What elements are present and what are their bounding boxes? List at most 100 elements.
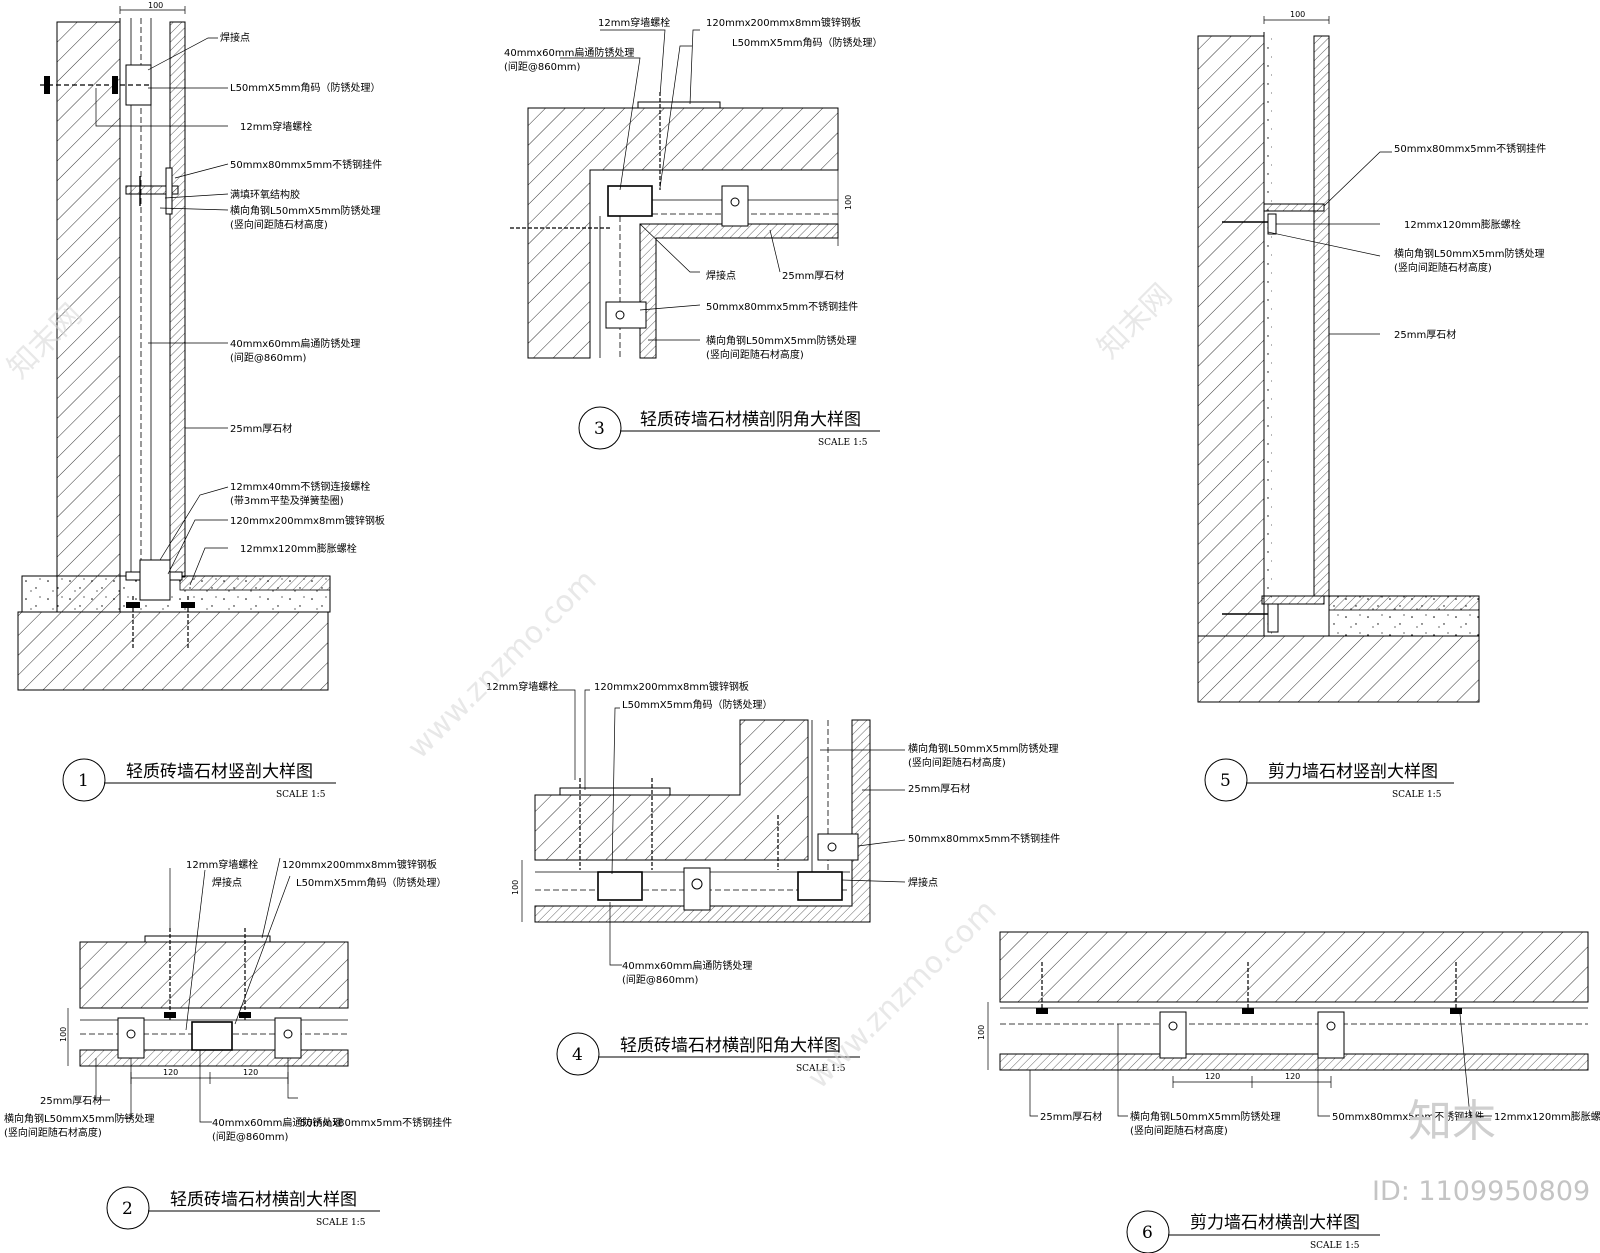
detail-1-note-weld: 焊接点 bbox=[220, 31, 250, 44]
detail-5-leaders bbox=[1267, 151, 1392, 335]
detail-3-number-circle bbox=[578, 406, 622, 450]
detail-4-number: 4 bbox=[572, 1045, 583, 1065]
detail-3-leaders bbox=[560, 29, 781, 341]
detail-6-number-circle bbox=[1126, 1210, 1170, 1253]
watermark-url: www.znzmo.com bbox=[801, 893, 1004, 1096]
stone-panel bbox=[1313, 35, 1330, 597]
detail-6: 100 120 120 25mm厚石材 横向角钢L50mmX5mm防锈处理 (竖… bbox=[977, 931, 1600, 1253]
detail-2-number-circle bbox=[106, 1186, 150, 1230]
stone-panel bbox=[169, 21, 186, 578]
detail-1-note-connect-bolt: 12mmx40mm不锈钢连接螺栓 bbox=[230, 480, 370, 493]
detail-3-note-plate: 120mmx200mmx8mm镀锌钢板 bbox=[706, 16, 861, 29]
detail-1-note-hanger: 50mmx80mmx5mm不锈钢挂件 bbox=[230, 158, 382, 171]
watermark-id: ID: 1109950809 bbox=[1372, 1176, 1590, 1207]
steel-plate bbox=[637, 101, 721, 109]
detail-4-note-hanger: 50mmx80mmx5mm不锈钢挂件 bbox=[908, 832, 1060, 845]
detail-1-title: 轻质砖墙石材竖剖大样图 bbox=[126, 762, 313, 782]
hanger-upper bbox=[125, 185, 179, 195]
detail-3-note-angle-steel: 横向角钢L50mmX5mm防锈处理 bbox=[706, 334, 856, 347]
detail-5-scale: SCALE 1:5 bbox=[1392, 790, 1442, 800]
detail-2-scale: SCALE 1:5 bbox=[316, 1218, 366, 1228]
detail-4-title: 轻质砖墙石材横剖阳角大样图 bbox=[620, 1036, 841, 1056]
detail-1-note-bolt: 12mm穿墙螺栓 bbox=[240, 120, 312, 133]
detail-3-note-angle-clip: L50mmX5mm角码（防锈处理） bbox=[732, 36, 882, 49]
detail-5-dim-top: 100 bbox=[1290, 10, 1305, 19]
detail-1-note-connect-bolt-sub: (带3mm平垫及弹簧垫圈) bbox=[230, 494, 344, 507]
watermark-logo-text: 知末 bbox=[1408, 1096, 1496, 1147]
detail-6-number: 6 bbox=[1142, 1223, 1153, 1243]
watermark-url: www.znzmo.com bbox=[401, 563, 604, 766]
detail-5-title: 剪力墙石材竖剖大样图 bbox=[1268, 762, 1438, 782]
detail-6-dim-b: 120 bbox=[1285, 1072, 1300, 1081]
shear-wall bbox=[999, 931, 1589, 1003]
detail-2-dim-b: 120 bbox=[243, 1068, 258, 1077]
detail-2-title: 轻质砖墙石材横剖大样图 bbox=[170, 1190, 357, 1210]
detail-6-note-angle-steel-sub: (竖向间距随石材高度) bbox=[1130, 1124, 1228, 1137]
hanger-upper bbox=[1263, 203, 1325, 212]
detail-5-note-hanger: 50mmx80mmx5mm不锈钢挂件 bbox=[1394, 142, 1546, 155]
detail-3-note-flat-tube-sub: (间距@860mm) bbox=[504, 60, 580, 73]
detail-2: 100 120 120 12mm穿墙螺栓 焊接点 120mmx200mmx8mm… bbox=[4, 857, 452, 1230]
steel-plate bbox=[144, 935, 271, 943]
detail-1-number: 1 bbox=[78, 771, 89, 791]
detail-3: 100 12mm穿墙螺栓 120mmx200mmx8mm镀锌钢板 40mmx60… bbox=[504, 16, 882, 450]
detail-6-note-angle-steel: 横向角钢L50mmX5mm防锈处理 bbox=[1130, 1110, 1280, 1123]
detail-1-note-angle-clip: L50mmX5mm角码（防锈处理） bbox=[230, 81, 380, 94]
detail-5-note-expansion-bolt: 12mmx120mm膨胀螺栓 bbox=[1404, 218, 1521, 231]
detail-4-leaders bbox=[556, 689, 906, 966]
detail-5-number-circle bbox=[1204, 758, 1248, 802]
detail-1-leaders bbox=[95, 37, 229, 586]
stone-panel bbox=[999, 1053, 1589, 1071]
detail-6-note-expansion-bolt: 12mmx120mm膨胀螺栓 bbox=[1494, 1110, 1600, 1123]
detail-3-number: 3 bbox=[594, 419, 605, 439]
brick-wall bbox=[79, 941, 349, 1009]
shear-wall bbox=[1197, 35, 1265, 637]
detail-1-note-flat-tube-sub: (间距@860mm) bbox=[230, 351, 306, 364]
detail-4-scale: SCALE 1:5 bbox=[796, 1064, 846, 1074]
detail-1-note-stone: 25mm厚石材 bbox=[230, 422, 292, 435]
detail-5: 100 50mmx80mmx5mm不锈钢挂件 12mmx120mm膨胀螺栓 横向… bbox=[1197, 10, 1546, 802]
detail-1-note-epoxy: 满填环氧结构胶 bbox=[230, 188, 300, 201]
detail-4-note-flat-tube: 40mmx60mm扁通防锈处理 bbox=[622, 959, 752, 972]
detail-6-dim-side: 100 bbox=[977, 1025, 986, 1040]
detail-5-note-angle-steel: 横向角钢L50mmX5mm防锈处理 bbox=[1394, 247, 1544, 260]
detail-3-note-weld: 焊接点 bbox=[706, 269, 736, 282]
detail-3-scale: SCALE 1:5 bbox=[818, 438, 868, 448]
detail-4-note-bolt: 12mm穿墙螺栓 bbox=[486, 680, 558, 693]
detail-6-note-hanger: 50mmx80mmx5mm不锈钢挂件 bbox=[1332, 1110, 1484, 1123]
detail-4-note-weld: 焊接点 bbox=[908, 876, 938, 889]
detail-6-note-stone: 25mm厚石材 bbox=[1040, 1110, 1102, 1123]
floor-slab bbox=[1197, 635, 1480, 703]
flat-tube bbox=[797, 871, 843, 901]
steel-plate bbox=[559, 787, 671, 796]
detail-4-note-angle-steel-sub: (竖向间距随石材高度) bbox=[908, 756, 1006, 769]
detail-2-note-flat-tube-sub: (间距@860mm) bbox=[212, 1130, 288, 1143]
detail-2-leaders bbox=[95, 857, 298, 1123]
detail-2-note-weld: 焊接点 bbox=[212, 876, 242, 889]
detail-3-title: 轻质砖墙石材横剖阴角大样图 bbox=[640, 410, 861, 430]
detail-2-note-hanger: 50mmx80mmx5mm不锈钢挂件 bbox=[300, 1116, 452, 1129]
detail-2-note-plate: 120mmx200mmx8mm镀锌钢板 bbox=[282, 858, 437, 871]
floor-slab bbox=[17, 611, 329, 691]
detail-2-note-angle-steel-sub: (竖向间距随石材高度) bbox=[4, 1126, 102, 1139]
brick-wall bbox=[56, 21, 121, 613]
detail-6-leaders bbox=[1029, 1013, 1492, 1117]
detail-3-note-hanger: 50mmx80mmx5mm不锈钢挂件 bbox=[706, 300, 858, 313]
detail-2-note-flat-tube: 40mmx60mm扁通防锈处理 bbox=[212, 1116, 342, 1129]
flat-tube bbox=[191, 1021, 233, 1051]
detail-2-dim-side: 100 bbox=[59, 1027, 68, 1042]
detail-3-note-bolt: 12mm穿墙螺栓 bbox=[598, 16, 670, 29]
detail-4-dim-side: 100 bbox=[511, 880, 520, 895]
detail-4-number-circle bbox=[556, 1032, 600, 1076]
detail-2-note-bolt: 12mm穿墙螺栓 bbox=[186, 858, 258, 871]
detail-2-note-angle-steel: 横向角钢L50mmX5mm防锈处理 bbox=[4, 1112, 154, 1125]
stone-panel bbox=[534, 719, 871, 923]
detail-5-note-angle-steel-sub: (竖向间距随石材高度) bbox=[1394, 261, 1492, 274]
flat-tube bbox=[607, 185, 653, 217]
detail-2-note-stone: 25mm厚石材 bbox=[40, 1094, 102, 1107]
detail-1-note-flat-tube: 40mmx60mm扁通防锈处理 bbox=[230, 337, 360, 350]
detail-6-dim-a: 120 bbox=[1205, 1072, 1220, 1081]
brick-wall bbox=[534, 719, 809, 861]
detail-1-note-plate: 120mmx200mmx8mm镀锌钢板 bbox=[230, 514, 385, 527]
detail-1-note-angle-steel: 横向角钢L50mmX5mm防锈处理 bbox=[230, 204, 380, 217]
